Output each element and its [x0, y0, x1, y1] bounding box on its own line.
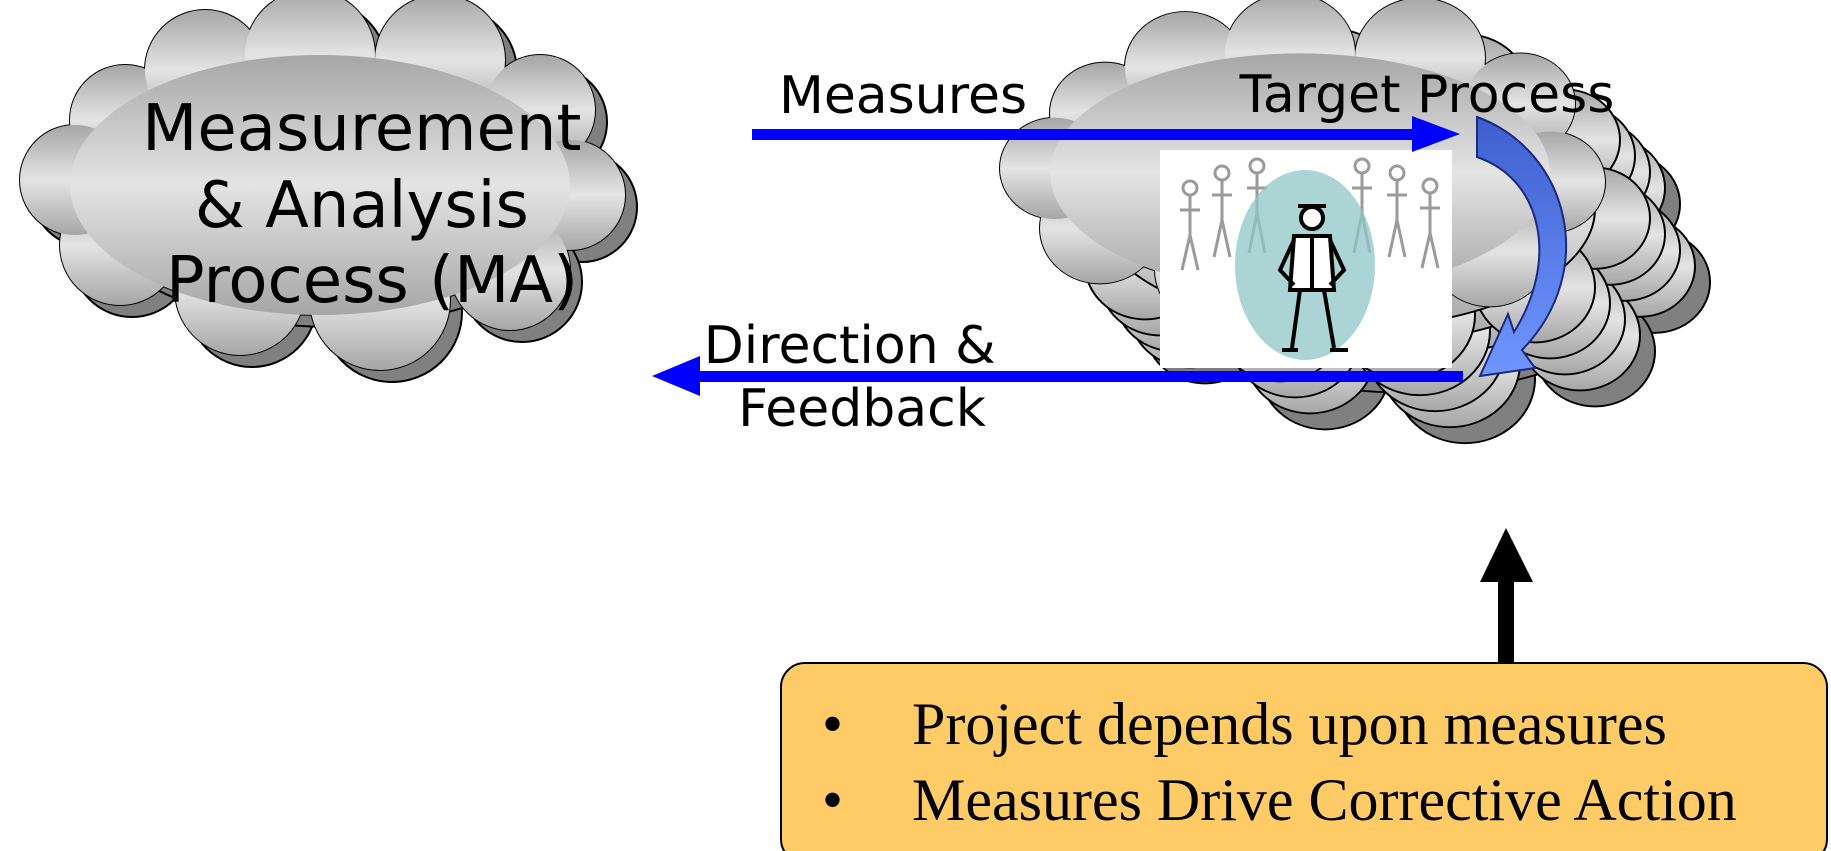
ma-process-line-3: Process (MA)	[166, 244, 578, 318]
ma-process-cloud: Measurement & Analysis Process (MA)	[19, 0, 638, 383]
note-box: • Project depends upon measures • Measur…	[780, 662, 1828, 851]
bullet-marker: •	[822, 767, 843, 833]
crowd-leader-illustration	[1160, 150, 1452, 368]
crowd-figure	[1212, 164, 1232, 258]
measures-arrow: Measures	[752, 66, 1460, 152]
leader-figure	[1277, 204, 1348, 352]
ma-process-line-1: Measurement	[142, 92, 581, 166]
crowd-figure	[1180, 179, 1200, 271]
target-process-cloud: Target Process	[999, 0, 1711, 445]
feedback-label-line-1: Direction &	[704, 316, 996, 376]
bullet-marker: •	[822, 691, 843, 757]
measures-label: Measures	[779, 66, 1027, 126]
ma-process-line-2: & Analysis	[195, 169, 529, 243]
feedback-arrow: Direction & Feedback	[652, 316, 1463, 439]
crowd-figure	[1420, 177, 1440, 269]
target-process-title: Target Process	[1239, 65, 1615, 125]
feedback-label-line-2: Feedback	[738, 379, 986, 439]
support-arrow	[1480, 528, 1533, 662]
note-bullet-2: Measures Drive Corrective Action	[912, 767, 1737, 833]
svg-text:Measurement & Analysis: Measurement & Analysis Process (MA)	[142, 92, 602, 318]
note-bullet-1: Project depends upon measures	[912, 691, 1667, 757]
svg-text:Direction & Feedback: Direction & Feedback	[704, 316, 1013, 439]
crowd-figure	[1387, 164, 1407, 258]
cycle-arrow	[1476, 115, 1567, 378]
